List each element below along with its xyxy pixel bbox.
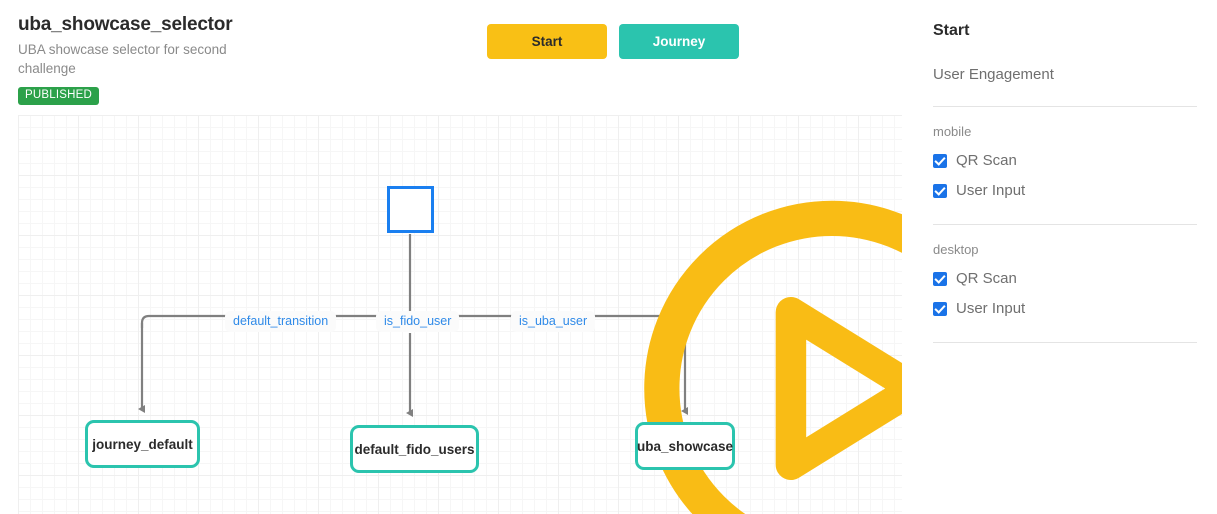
flow-header: uba_showcase_selector UBA showcase selec… — [18, 14, 438, 105]
checkbox-mobile-user-input[interactable] — [933, 184, 947, 198]
page-title: uba_showcase_selector — [18, 14, 233, 35]
node-journey-default[interactable]: journey_default — [85, 420, 200, 468]
edge-label-default-transition[interactable]: default_transition — [225, 311, 337, 332]
checkbox-label-desktop-qr-scan: QR Scan — [956, 270, 1017, 287]
main-column: uba_showcase_selector UBA showcase selec… — [18, 14, 902, 514]
node-uba-showcase[interactable]: uba_showcase — [635, 422, 735, 470]
journey-button[interactable]: Journey — [619, 24, 739, 59]
checkbox-row-mobile-user-input[interactable]: User Input — [933, 182, 1197, 200]
node-start[interactable] — [387, 186, 902, 514]
panel-title: Start — [933, 22, 970, 39]
checkbox-desktop-user-input[interactable] — [933, 302, 947, 316]
page-description: UBA showcase selector for second challen… — [18, 42, 227, 76]
panel-subtitle: User Engagement — [933, 66, 1054, 83]
node-default-fido-users[interactable]: default_fido_users — [350, 425, 479, 473]
edge-bus-left — [140, 314, 378, 328]
panel-divider-2 — [933, 224, 1197, 225]
checkbox-row-desktop-qr-scan[interactable]: QR Scan — [933, 270, 1197, 288]
edge-label-is-fido-user[interactable]: is_fido_user — [376, 311, 460, 332]
edge-label-is-uba-user[interactable]: is_uba_user — [511, 311, 596, 332]
status-badge: PUBLISHED — [18, 87, 99, 105]
properties-panel: Start User Engagement mobile QR Scan Use… — [920, 0, 1217, 514]
play-circle-icon — [644, 200, 902, 514]
checkbox-mobile-qr-scan[interactable] — [933, 154, 947, 168]
start-button[interactable]: Start — [487, 24, 607, 59]
checkbox-label-desktop-user-input: User Input — [956, 300, 1026, 317]
checkbox-label-mobile-qr-scan: QR Scan — [956, 152, 1017, 169]
checkbox-row-desktop-user-input[interactable]: User Input — [933, 300, 1197, 318]
checkbox-desktop-qr-scan[interactable] — [933, 272, 947, 286]
toolbar: Start Journey — [487, 24, 739, 59]
checkbox-row-mobile-qr-scan[interactable]: QR Scan — [933, 152, 1197, 170]
flow-canvas[interactable]: default_transition is_fido_user is_uba_u… — [18, 115, 902, 514]
panel-divider-1 — [933, 106, 1197, 107]
group-label-desktop: desktop — [933, 242, 979, 257]
group-label-mobile: mobile — [933, 124, 972, 139]
checkbox-label-mobile-user-input: User Input — [956, 182, 1026, 199]
panel-divider-3 — [933, 342, 1197, 343]
